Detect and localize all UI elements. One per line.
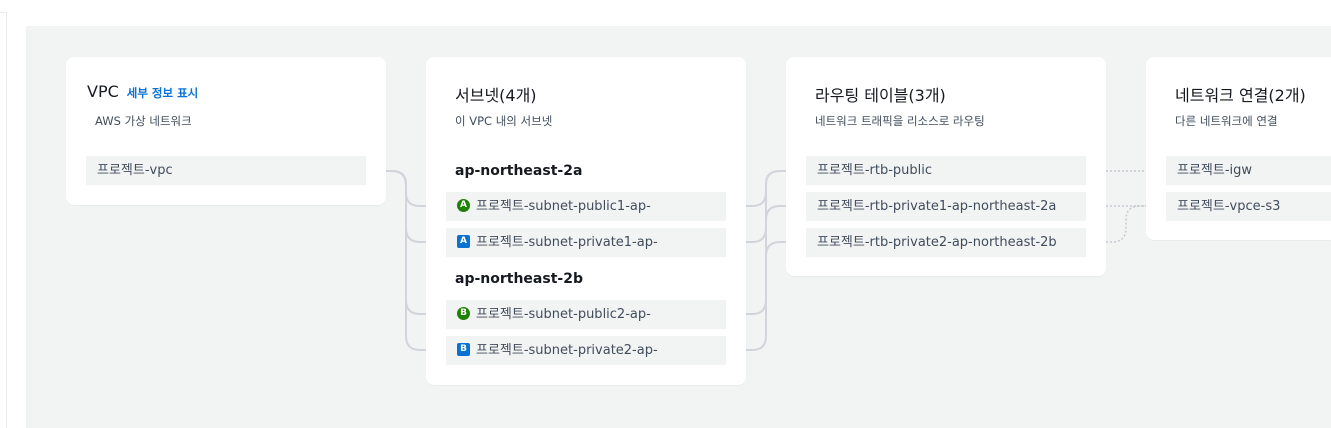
route-tables-title: 라우팅 테이블(3개) bbox=[815, 86, 946, 105]
route-table-item-private1[interactable]: 프로젝트-rtb-private1-ap-northeast-2a bbox=[806, 192, 1086, 221]
subnets-subtitle: 이 VPC 내의 서브넷 bbox=[455, 114, 553, 128]
subnets-title: 서브넷(4개) bbox=[455, 86, 537, 105]
private-subnet-badge-icon: A bbox=[457, 235, 470, 248]
public-subnet-badge-icon: B bbox=[457, 307, 470, 320]
vpc-item[interactable]: 프로젝트-vpc bbox=[86, 156, 366, 185]
vpc-card-title: VPC 세부 정보 표시 bbox=[87, 82, 198, 101]
public-subnet-badge-icon: A bbox=[457, 199, 470, 212]
network-connections-title: 네트워크 연결(2개) bbox=[1175, 86, 1306, 105]
subnet-item-private1[interactable]: A 프로젝트-subnet-private1-ap- bbox=[446, 228, 726, 257]
az-heading-2a: ap-northeast-2a bbox=[455, 163, 583, 179]
connection-item-vpce[interactable]: 프로젝트-vpce-s3 bbox=[1166, 192, 1331, 221]
network-connections-subtitle: 다른 네트워크에 연결 bbox=[1175, 114, 1278, 128]
route-tables-subtitle: 네트워크 트래픽을 리소스로 라우팅 bbox=[815, 114, 985, 128]
subnet-label: 프로젝트-subnet-private1-ap- bbox=[476, 235, 658, 250]
connection-item-igw[interactable]: 프로젝트-igw bbox=[1166, 156, 1331, 185]
subnet-item-public1[interactable]: A 프로젝트-subnet-public1-ap- bbox=[446, 192, 726, 221]
connector-rtb-vpce2 bbox=[1086, 205, 1166, 243]
connector-subnet3-rtb bbox=[726, 170, 806, 315]
connector-vpc-subnet4 bbox=[366, 170, 446, 351]
subnet-item-public2[interactable]: B 프로젝트-subnet-public2-ap- bbox=[446, 300, 726, 329]
subnet-label: 프로젝트-subnet-private2-ap- bbox=[476, 343, 658, 358]
subnets-card: 서브넷(4개) 이 VPC 내의 서브넷 ap-northeast-2a ap-… bbox=[426, 57, 746, 385]
vpc-title: VPC bbox=[87, 82, 119, 101]
subnet-item-private2[interactable]: B 프로젝트-subnet-private2-ap- bbox=[446, 336, 726, 365]
connector-subnet4-rtb bbox=[726, 241, 806, 351]
connector-subnet2-rtb bbox=[726, 205, 806, 243]
subnet-label: 프로젝트-subnet-public2-ap- bbox=[476, 307, 651, 322]
private-subnet-badge-icon: B bbox=[457, 343, 470, 356]
show-details-link[interactable]: 세부 정보 표시 bbox=[126, 86, 199, 100]
route-table-item-public[interactable]: 프로젝트-rtb-public bbox=[806, 156, 1086, 185]
vpc-subtitle: AWS 가상 네트워크 bbox=[95, 114, 192, 128]
az-heading-2b: ap-northeast-2b bbox=[455, 271, 583, 287]
route-table-item-private2[interactable]: 프로젝트-rtb-private2-ap-northeast-2b bbox=[806, 228, 1086, 257]
subnet-label: 프로젝트-subnet-public1-ap- bbox=[476, 199, 651, 214]
